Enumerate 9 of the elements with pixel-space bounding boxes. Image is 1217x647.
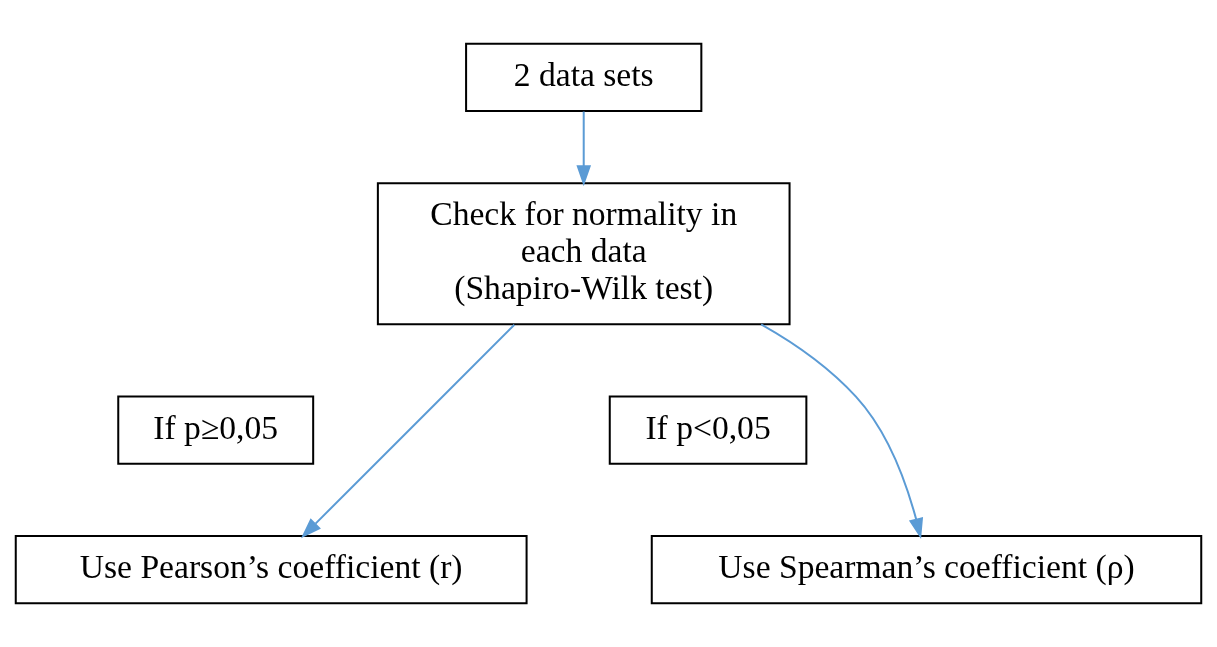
node-box: If p≥0,05	[117, 395, 315, 465]
node-box: Use Spearman’s coefficient (ρ)	[650, 535, 1203, 605]
arrow	[576, 111, 592, 187]
node-box: Use Pearson’s coefficient (r)	[14, 535, 528, 605]
node-box: 2 data sets	[465, 42, 703, 112]
arrow	[760, 323, 924, 539]
arrow	[301, 324, 516, 539]
node-box: Check for normality in each data (Shapiro-Wilk test)	[376, 182, 791, 326]
node-box: If p<0,05	[608, 395, 808, 465]
